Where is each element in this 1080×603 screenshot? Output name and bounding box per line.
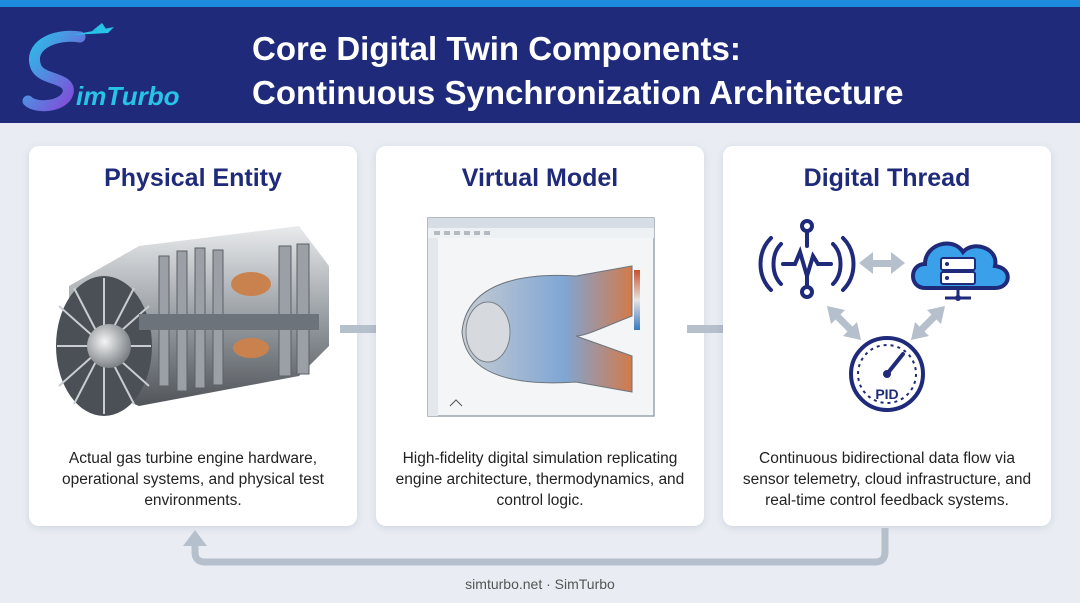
logo-text: imTurbo <box>76 81 180 111</box>
page-title: Core Digital Twin Components: Continuous… <box>252 27 1052 115</box>
footer-credit: simturbo.net · SimTurbo <box>465 576 615 592</box>
card-description-virtual-model: High-fidelity digital simulation replica… <box>395 450 685 509</box>
sensor-signal-icon <box>758 219 856 299</box>
feedback-loop-arrow <box>183 528 889 566</box>
top-accent-stripe <box>0 0 1080 7</box>
card-description-digital-thread: Continuous bidirectional data flow via s… <box>742 450 1032 509</box>
card-digital-thread: Digital Thread <box>723 146 1051 526</box>
digital-thread-diagram: PID <box>758 219 1010 412</box>
pid-label: PID <box>875 386 898 402</box>
turbine-engine-image <box>56 226 329 416</box>
card-title-physical-entity: Physical Entity <box>104 164 282 192</box>
cloud-server-icon <box>911 241 1010 301</box>
simulation-window-image <box>427 217 655 417</box>
title-line-2: Continuous Synchronization Architecture <box>252 74 904 111</box>
arrow-cloud-pid <box>911 306 945 340</box>
pid-gauge-icon: PID <box>849 336 925 412</box>
arrow-sensor-cloud <box>859 252 905 274</box>
header-banner: imTurbo Core Digital Twin Components: Co… <box>0 7 1080 123</box>
card-physical-entity: Physical Entity <box>29 146 357 526</box>
card-description-physical-entity: Actual gas turbine engine hardware, oper… <box>62 450 324 509</box>
card-title-virtual-model: Virtual Model <box>461 164 619 192</box>
title-line-1: Core Digital Twin Components: <box>252 30 741 67</box>
card-title-digital-thread: Digital Thread <box>803 164 971 192</box>
simturbo-logo: imTurbo <box>22 23 180 112</box>
arrow-sensor-pid <box>827 306 861 340</box>
card-virtual-model: Virtual Model High-fidelity d <box>376 146 704 526</box>
